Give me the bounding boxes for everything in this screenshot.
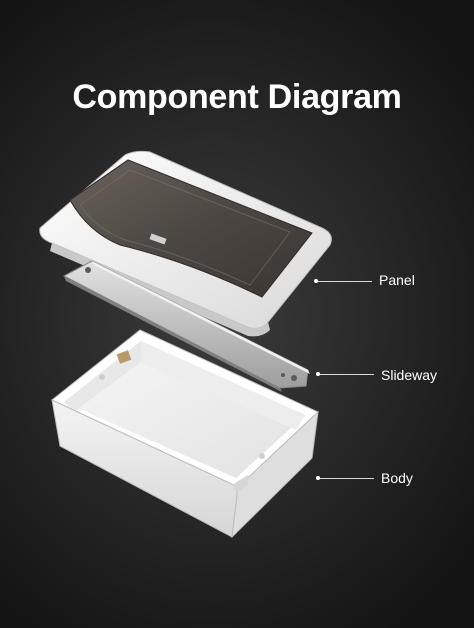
page-title: Component Diagram — [72, 78, 402, 116]
panel-label: Panel — [379, 272, 415, 288]
body-label: Body — [381, 470, 413, 486]
panel-pointer-dot — [314, 279, 318, 283]
panel-pointer-line — [318, 281, 372, 282]
slideway-pointer-line — [320, 374, 374, 375]
body-pointer-line — [320, 478, 374, 479]
body-part — [51, 329, 319, 539]
body-pointer-dot — [316, 476, 320, 480]
panel-part — [39, 150, 332, 337]
slideway-label: Slideway — [381, 367, 438, 383]
slideway-part — [62, 260, 310, 392]
slideway-pointer-dot — [316, 372, 320, 376]
